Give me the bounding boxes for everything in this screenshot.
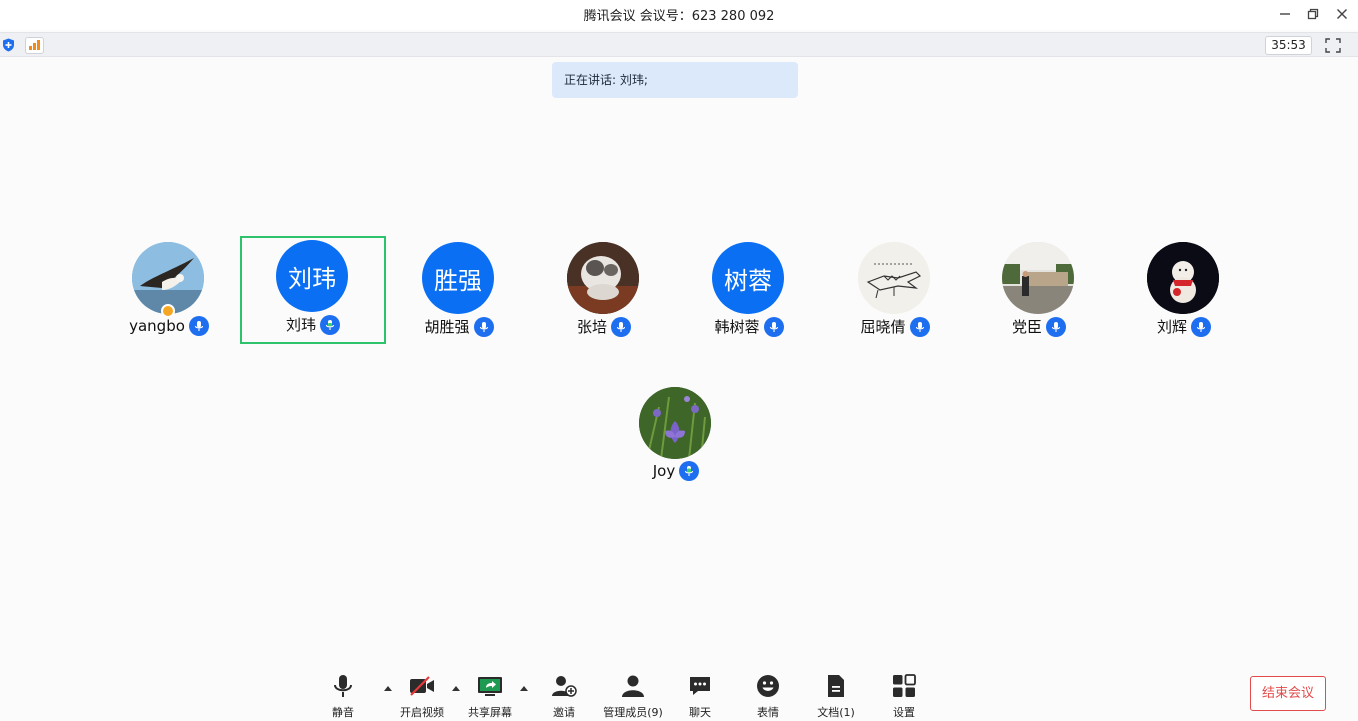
documents-button[interactable]: 文档(1) (801, 674, 871, 720)
host-badge-icon (161, 304, 175, 318)
microphone-icon (188, 316, 209, 336)
video-off-icon (409, 674, 435, 698)
chat-button[interactable]: 聊天 (665, 674, 735, 720)
microphone-speaking-icon (320, 314, 340, 335)
participant-tile[interactable]: yangbo (96, 238, 242, 346)
mute-options-arrow-icon[interactable] (383, 684, 393, 692)
status-strip: 35:53 (0, 32, 1358, 57)
security-shield-icon[interactable] (2, 38, 15, 52)
iris-flower-photo (639, 387, 711, 459)
window-title: 腾讯会议 会议号：623 280 092 (583, 9, 775, 24)
participant-name: 党臣 (1011, 318, 1042, 336)
participant-tile[interactable]: 张培 (531, 238, 677, 346)
video-options-arrow-icon[interactable] (451, 684, 461, 692)
microphone-icon (611, 316, 631, 337)
invite-label: 邀请 (553, 706, 575, 719)
share-screen-icon (477, 674, 503, 698)
minimize-icon (1280, 13, 1290, 15)
mute-label: 静音 (332, 706, 354, 719)
microphone-icon (1191, 316, 1211, 337)
start-video-label: 开启视频 (400, 706, 444, 719)
sketch-drawing (858, 242, 930, 314)
share-screen-label: 共享屏幕 (468, 706, 512, 719)
members-icon (620, 674, 646, 698)
participant-name: 韩树蓉 (714, 318, 760, 336)
restore-icon (1307, 8, 1319, 20)
avatar (1002, 242, 1074, 314)
participant-name: Joy (652, 462, 676, 480)
chat-label: 聊天 (689, 706, 711, 719)
close-button[interactable] (1331, 4, 1353, 24)
participant-tile-active[interactable]: 刘玮 刘玮 (240, 236, 386, 344)
participant-tile[interactable]: 胜强 胡胜强 (386, 238, 532, 346)
smiley-icon (755, 674, 781, 698)
bottom-toolbar: 静音 开启视频 共享屏幕 邀请 管理成员(9) 聊天 (0, 664, 1358, 721)
avatar: 胜强 (422, 242, 494, 314)
participant-tile[interactable]: Joy (603, 383, 749, 491)
participant-name: 张培 (576, 318, 607, 336)
cat-photo (567, 242, 639, 314)
participant-tile[interactable]: 树蓉 韩树蓉 (676, 238, 822, 346)
meeting-timer: 35:53 (1265, 36, 1312, 55)
end-meeting-button[interactable]: 结束会议 (1250, 676, 1326, 711)
share-screen-button[interactable]: 共享屏幕 (455, 674, 525, 720)
chat-icon (687, 674, 713, 698)
microphone-icon (330, 674, 356, 698)
title-bar: 腾讯会议 会议号：623 280 092 (0, 0, 1358, 30)
documents-label: 文档(1) (817, 706, 855, 719)
participant-tile[interactable]: 屈晓倩 (822, 238, 968, 346)
invite-button[interactable]: 邀请 (529, 674, 599, 720)
settings-grid-icon (891, 674, 917, 698)
microphone-icon (1046, 316, 1066, 337)
avatar (567, 242, 639, 314)
microphone-icon (909, 316, 930, 337)
emoji-button[interactable]: 表情 (733, 674, 803, 720)
speaking-indicator: 正在讲话: 刘玮; (552, 62, 798, 98)
microphone-speaking-icon (679, 461, 700, 481)
settings-button[interactable]: 设置 (869, 674, 939, 720)
share-options-arrow-icon[interactable] (519, 684, 529, 692)
emoji-label: 表情 (757, 706, 779, 719)
restore-button[interactable] (1302, 4, 1324, 24)
document-icon (823, 674, 849, 698)
participant-name: 刘辉 (1156, 318, 1187, 336)
fullscreen-icon[interactable] (1325, 38, 1341, 53)
manage-members-button[interactable]: 管理成员(9) (597, 674, 669, 720)
avatar (1147, 242, 1219, 314)
avatar: 刘玮 (276, 240, 348, 312)
snowman-photo (1147, 242, 1219, 314)
settings-label: 设置 (893, 706, 915, 719)
participant-name: 胡胜强 (424, 318, 470, 336)
participant-tile[interactable]: 刘辉 (1111, 238, 1257, 346)
avatar (639, 387, 711, 459)
microphone-icon (763, 316, 784, 337)
start-video-button[interactable]: 开启视频 (387, 674, 457, 720)
participant-name: yangbo (129, 317, 185, 335)
participant-name: 屈晓倩 (860, 318, 906, 336)
participant-tile[interactable]: 党臣 (966, 238, 1112, 346)
network-signal-icon[interactable] (25, 37, 44, 54)
manage-members-label: 管理成员(9) (603, 706, 663, 719)
add-user-icon (551, 674, 577, 698)
avatar: 树蓉 (712, 242, 784, 314)
participant-name: 刘玮 (285, 316, 316, 334)
outdoor-photo (1002, 242, 1074, 314)
close-icon (1337, 9, 1347, 19)
mute-button[interactable]: 静音 (308, 674, 378, 720)
avatar (858, 242, 930, 314)
minimize-button[interactable] (1274, 4, 1296, 24)
microphone-icon (473, 316, 494, 337)
